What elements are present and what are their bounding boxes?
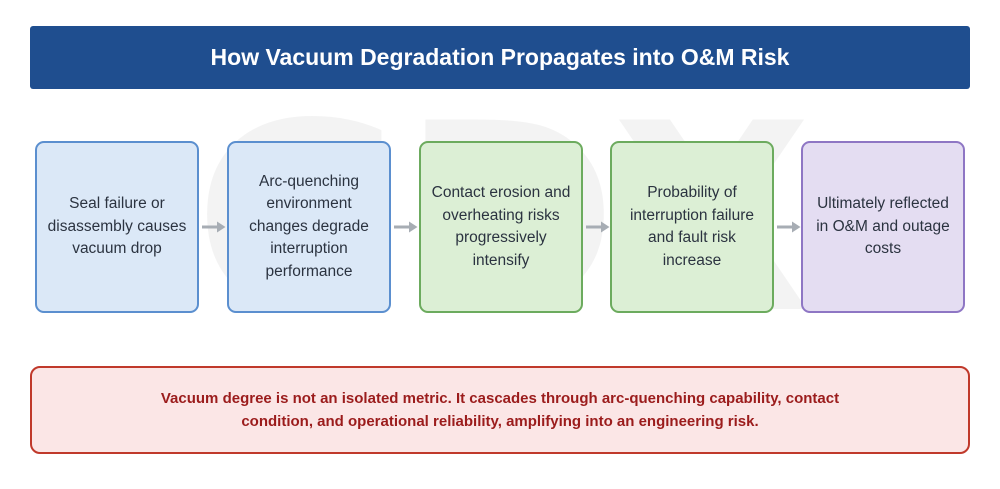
step-3-contact-erosion: Contact erosion and overheating risks pr… bbox=[419, 141, 583, 313]
step-1-seal-failure: Seal failure or disassembly causes vacuu… bbox=[35, 141, 199, 313]
step-4-text: Probability of interruption failure and … bbox=[629, 184, 755, 269]
step-4-interruption-failure: Probability of interruption failure and … bbox=[610, 141, 774, 313]
step-2-text: Arc-quenching environment changes degrad… bbox=[249, 172, 369, 280]
arrow-right-icon bbox=[777, 221, 801, 233]
flow-diagram: Seal failure or disassembly causes vacuu… bbox=[35, 141, 965, 313]
step-3-text: Contact erosion and overheating risks pr… bbox=[431, 184, 571, 269]
arrow-right-icon bbox=[586, 221, 610, 233]
step-5-om-costs: Ultimately reflected in O&M and outage c… bbox=[801, 141, 965, 313]
title-banner: How Vacuum Degradation Propagates into O… bbox=[30, 26, 970, 89]
summary-text: Vacuum degree is not an isolated metric.… bbox=[160, 390, 840, 430]
step-2-arc-quenching: Arc-quenching environment changes degrad… bbox=[227, 141, 391, 313]
step-1-text: Seal failure or disassembly causes vacuu… bbox=[47, 195, 187, 258]
arrow-right-icon bbox=[202, 221, 226, 233]
arrow-right-icon bbox=[394, 221, 418, 233]
diagram-title: How Vacuum Degradation Propagates into O… bbox=[210, 44, 790, 70]
step-5-text: Ultimately reflected in O&M and outage c… bbox=[816, 195, 950, 258]
summary-callout: Vacuum degree is not an isolated metric.… bbox=[30, 366, 970, 454]
